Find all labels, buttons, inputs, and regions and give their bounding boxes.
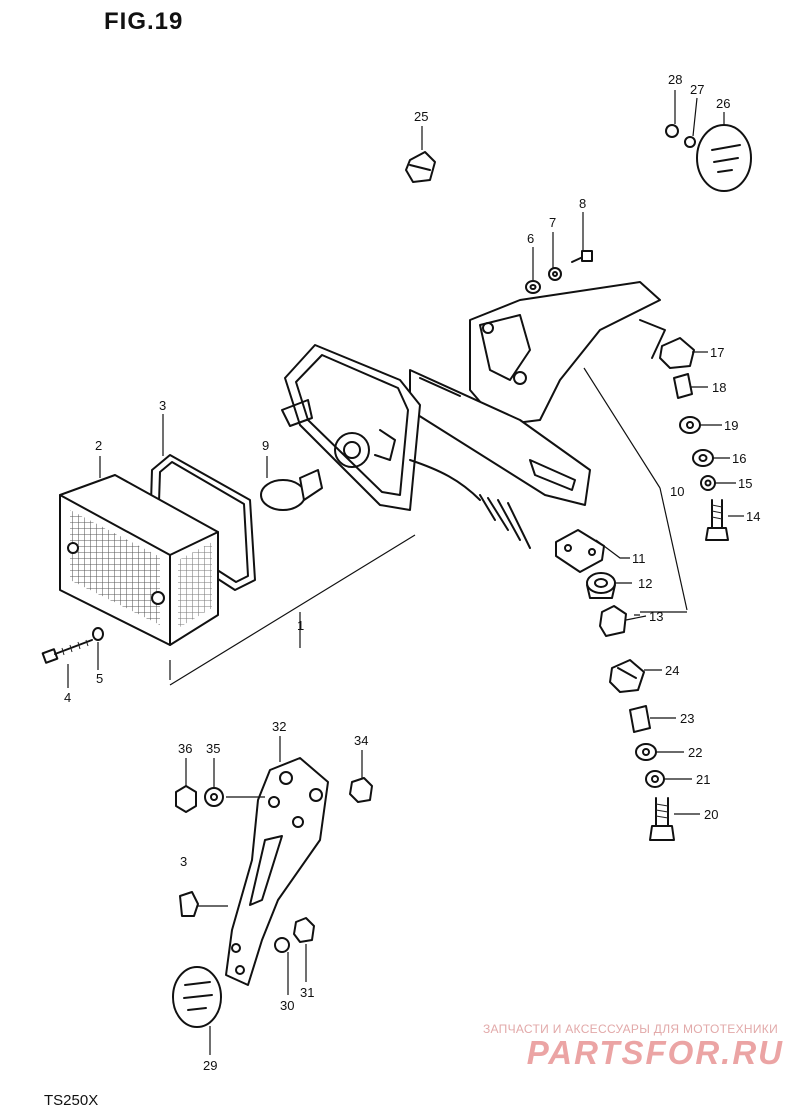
washer-icon	[692, 449, 714, 467]
plate-bracket	[225, 757, 329, 986]
cap-nut-icon	[405, 151, 436, 183]
model-code: TS250X	[44, 1092, 99, 1109]
bolt-icon	[649, 797, 675, 841]
callout-19: 19	[724, 418, 738, 433]
watermark-logo: PARTSFOR.RU	[526, 1034, 784, 1071]
callout-3: 3	[159, 398, 166, 413]
rubber-damper-icon	[609, 659, 645, 693]
washer-icon	[635, 743, 657, 761]
callout-7: 7	[549, 215, 556, 230]
washer-icon	[204, 787, 224, 807]
lock-washer-icon	[700, 475, 716, 491]
spacer-icon	[349, 777, 373, 803]
cap-nut-icon	[179, 891, 199, 917]
callout-35: 35	[206, 741, 220, 756]
washer-icon	[525, 280, 541, 294]
callout-23: 23	[680, 711, 694, 726]
washer-icon	[665, 124, 679, 138]
lock-washer-icon	[548, 267, 562, 281]
callout-11: 11	[632, 551, 646, 566]
lock-washer-icon	[645, 770, 665, 788]
callout-20: 20	[704, 807, 718, 822]
grommet-icon	[586, 572, 616, 599]
callout-5: 5	[96, 671, 103, 686]
washer-icon	[274, 937, 290, 953]
callout-2: 2	[95, 438, 102, 453]
figure-title: FIG.19	[104, 8, 184, 35]
bulb-icon	[260, 469, 323, 511]
nut-icon	[684, 136, 696, 148]
callout-9: 9	[262, 438, 269, 453]
callout-32: 32	[272, 719, 286, 734]
callout-8: 8	[579, 196, 586, 211]
spacer-icon	[629, 705, 651, 733]
rear-fender-bracket	[409, 281, 666, 506]
washer-icon	[679, 416, 701, 434]
callout-15: 15	[738, 476, 752, 491]
grommet-icon	[599, 605, 627, 637]
callout-6: 6	[527, 231, 534, 246]
callout-36: 36	[178, 741, 192, 756]
callout-26: 26	[716, 96, 730, 111]
callout-24: 24	[665, 663, 679, 678]
callout-27: 27	[690, 82, 704, 97]
callout-3-lower: 3	[180, 854, 187, 869]
callout-30: 30	[280, 998, 294, 1013]
callout-17: 17	[710, 345, 724, 360]
lamp-base-housing	[281, 344, 531, 549]
callout-10: 10	[670, 484, 684, 499]
washer-icon	[92, 627, 104, 641]
callout-1: 1	[297, 618, 304, 633]
tail-lamp-lens	[59, 474, 219, 646]
callout-31: 31	[300, 985, 314, 1000]
nut-icon	[175, 785, 197, 813]
nut-icon	[293, 917, 315, 943]
callout-21: 21	[696, 772, 710, 787]
callout-28: 28	[668, 72, 682, 87]
reflector-icon	[172, 966, 222, 1028]
callout-16: 16	[732, 451, 746, 466]
bolt-icon	[705, 499, 729, 541]
assembly-bracket-lines	[169, 534, 416, 686]
callout-29: 29	[203, 1058, 217, 1073]
reflector-icon	[696, 124, 752, 192]
callout-14: 14	[746, 509, 760, 524]
watermark-tagline: ЗАПЧАСТИ И АКСЕССУАРЫ ДЛЯ МОТОТЕХНИКИ	[482, 1022, 778, 1036]
screw-icon	[571, 250, 593, 263]
callout-4: 4	[64, 690, 71, 705]
callout-labels: 1 2 3 3 4 5 6 7 8 9 10 11 12 13 14 15 16…	[64, 72, 760, 1073]
wire-connector-icon	[555, 529, 605, 573]
leader-lines	[67, 90, 744, 1055]
callout-18: 18	[712, 380, 726, 395]
screw-icon	[41, 639, 93, 664]
callout-22: 22	[688, 745, 702, 760]
callout-12: 12	[638, 576, 652, 591]
callout-13: 13	[649, 609, 663, 624]
callout-34: 34	[354, 733, 368, 748]
callout-25: 25	[414, 109, 428, 124]
spacer-icon	[673, 373, 693, 399]
rubber-damper-icon	[659, 337, 695, 369]
